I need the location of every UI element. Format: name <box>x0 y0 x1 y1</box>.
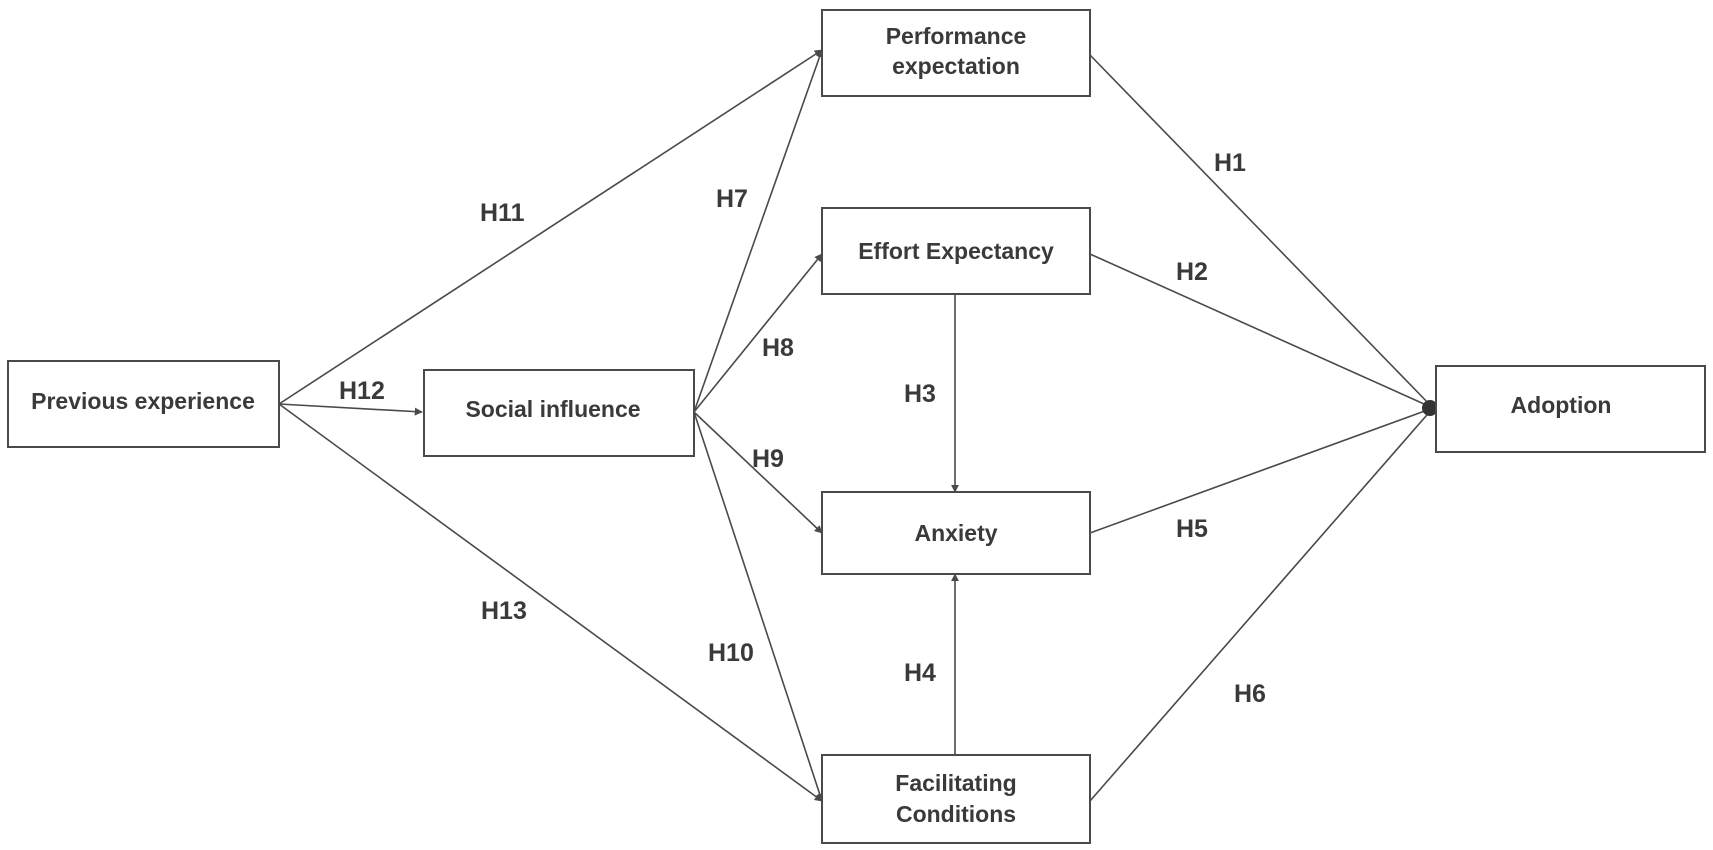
edge-h8 <box>693 253 823 413</box>
edge-h13 <box>278 403 823 802</box>
node-previous-experience: Previous experience <box>7 360 280 448</box>
node-previous-experience-label: Previous experience <box>31 388 255 414</box>
label-h8: H8 <box>762 334 794 362</box>
label-h4: H4 <box>904 659 936 687</box>
label-h10: H10 <box>708 639 754 667</box>
label-h11: H11 <box>480 199 525 227</box>
node-facilitating-conditions-line1: Facilitating <box>895 770 1016 796</box>
node-performance-expectation-line1: Performance <box>886 23 1027 49</box>
edges <box>278 49 1438 802</box>
node-anxiety: Anxiety <box>821 491 1091 575</box>
node-anxiety-label: Anxiety <box>914 520 997 546</box>
edge-h7 <box>693 49 824 413</box>
node-effort-expectancy: Effort Expectancy <box>821 207 1091 295</box>
node-adoption: Adoption <box>1435 365 1706 453</box>
edge-h1 <box>1089 54 1434 409</box>
node-performance-expectation: Performance expectation <box>821 9 1091 97</box>
label-h12: H12 <box>339 377 385 405</box>
edge-h2 <box>1089 253 1434 409</box>
edge-labels: H1 H2 H3 H4 H5 H6 H7 H8 H9 H10 H11 H12 H… <box>339 149 1266 708</box>
node-social-influence: Social influence <box>423 369 695 457</box>
edge-junction-dot <box>1422 400 1438 416</box>
label-h5: H5 <box>1176 515 1208 543</box>
node-performance-expectation-line2: expectation <box>892 53 1020 79</box>
label-h6: H6 <box>1234 680 1266 708</box>
edge-h10 <box>693 411 824 802</box>
node-effort-expectancy-label: Effort Expectancy <box>858 238 1054 264</box>
edge-h5 <box>1089 407 1434 534</box>
label-h3: H3 <box>904 380 936 408</box>
edge-h12 <box>278 403 423 416</box>
node-facilitating-conditions: Facilitating Conditions <box>821 754 1091 844</box>
label-h1: H1 <box>1214 149 1246 177</box>
edge-h9 <box>693 411 823 534</box>
label-h7: H7 <box>716 185 748 213</box>
label-h2: H2 <box>1176 258 1208 286</box>
node-adoption-label: Adoption <box>1511 392 1612 418</box>
edge-h6 <box>1089 407 1434 802</box>
edge-h11 <box>278 49 823 405</box>
nodes: Performance expectation Effort Expectanc… <box>7 9 1706 844</box>
node-social-influence-label: Social influence <box>465 396 640 422</box>
node-facilitating-conditions-line2: Conditions <box>896 801 1016 827</box>
label-h13: H13 <box>481 597 527 625</box>
label-h9: H9 <box>752 445 784 473</box>
